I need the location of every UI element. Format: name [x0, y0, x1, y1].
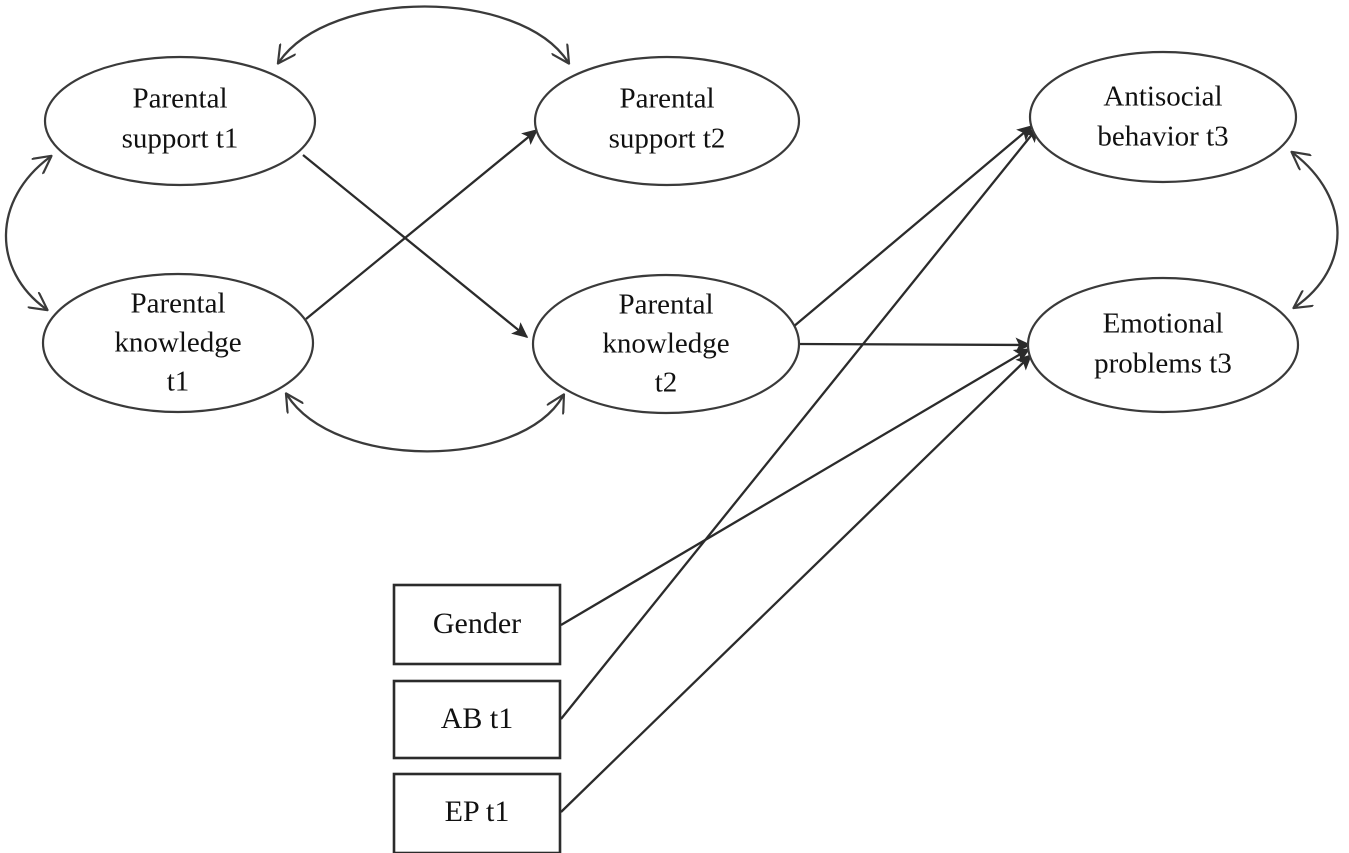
path-ps-t1-to-pk-t2 [302, 154, 529, 338]
rect-ab-t1[interactable] [392, 679, 562, 760]
label-parental-knowledge-t1-line3: t1 [167, 366, 190, 398]
latent-variable-nodes: Parental support t1 Parental support t2 … [41, 50, 1300, 415]
label-parental-knowledge-t2-line3: t2 [655, 367, 678, 399]
label-parental-knowledge-t2-line2: knowledge [602, 328, 729, 360]
label-ep-t1: EP t1 [445, 795, 510, 828]
rect-ep-t1[interactable] [392, 772, 562, 853]
path-gender-to-ep-t3 [560, 348, 1031, 626]
label-ab-t1: AB t1 [441, 702, 514, 735]
label-parental-knowledge-t1-line2: knowledge [114, 327, 241, 359]
ellipse-emotional-problems-t3[interactable] [1026, 276, 1300, 414]
node-parental-support-t2[interactable]: Parental support t2 [533, 55, 801, 187]
label-gender: Gender [433, 607, 521, 640]
label-parental-knowledge-t2-line1: Parental [618, 289, 713, 321]
ellipse-parental-support-t1[interactable] [43, 55, 317, 187]
node-ab-t1[interactable]: AB t1 [392, 679, 562, 760]
label-parental-support-t2-line2: support t2 [609, 123, 726, 155]
directed-edges [302, 125, 1039, 813]
path-ab-t1-to-ab-t3 [560, 125, 1039, 720]
node-parental-knowledge-t1[interactable]: Parental knowledge t1 [41, 272, 315, 414]
ellipse-parental-knowledge-t2[interactable] [531, 273, 801, 415]
label-parental-support-t1-line1: Parental [132, 83, 227, 115]
node-ep-t1[interactable]: EP t1 [392, 772, 562, 853]
correlation-ab-t3-ep-t3-right [1293, 153, 1339, 307]
label-emotional-problems-t3-line2: problems t3 [1094, 348, 1232, 380]
correlation-ps-t1-ps-t2-top [279, 5, 568, 63]
node-gender[interactable]: Gender [392, 583, 562, 666]
path-pk-t1-to-ps-t2 [305, 129, 539, 320]
label-parental-support-t2-line1: Parental [619, 83, 714, 115]
node-parental-knowledge-t2[interactable]: Parental knowledge t2 [531, 273, 801, 415]
ellipse-parental-knowledge-t1[interactable] [41, 272, 315, 414]
ellipse-parental-support-t2[interactable] [533, 55, 801, 187]
path-pk-t2-to-ab-t3 [792, 125, 1034, 328]
label-antisocial-behavior-t3-line1: Antisocial [1103, 81, 1222, 113]
label-parental-support-t1-line2: support t1 [122, 123, 239, 155]
observed-variable-nodes: Gender AB t1 EP t1 [392, 583, 562, 853]
label-parental-knowledge-t1-line1: Parental [130, 288, 225, 320]
correlation-ps-t1-pk-t1-left [4, 157, 50, 309]
ellipse-antisocial-behavior-t3[interactable] [1028, 50, 1298, 184]
rect-gender[interactable] [392, 583, 562, 666]
node-parental-support-t1[interactable]: Parental support t1 [43, 55, 317, 187]
label-antisocial-behavior-t3-line2: behavior t3 [1097, 121, 1228, 153]
path-pk-t2-to-ep-t3 [797, 337, 1032, 353]
node-antisocial-behavior-t3[interactable]: Antisocial behavior t3 [1028, 50, 1298, 184]
correlation-pk-t1-pk-t2-bottom [287, 395, 563, 453]
path-ep-t1-to-ep-t3 [560, 353, 1033, 813]
label-emotional-problems-t3-line1: Emotional [1103, 308, 1224, 340]
node-emotional-problems-t3[interactable]: Emotional problems t3 [1026, 276, 1300, 414]
correlation-edges [4, 5, 1339, 453]
